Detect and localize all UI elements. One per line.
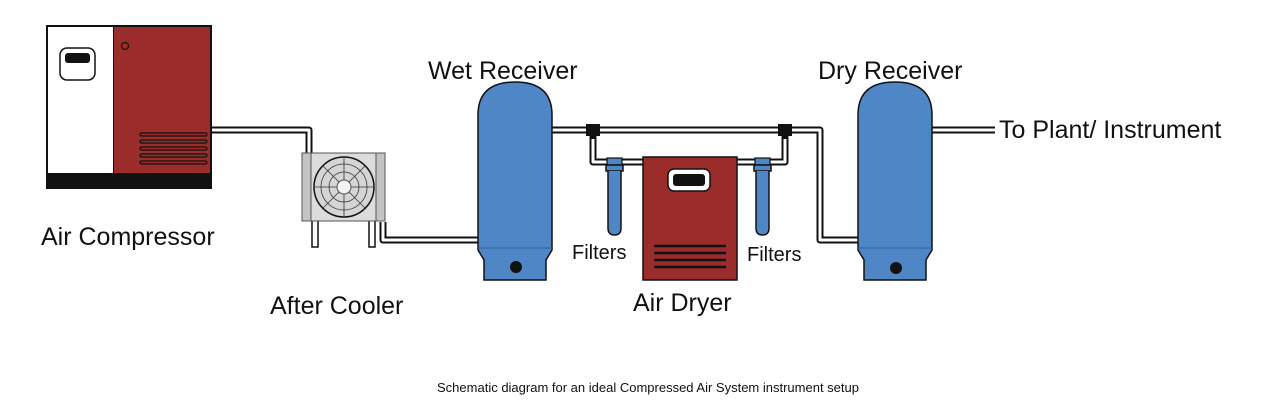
pipe-compressor-to-cooler (212, 126, 313, 155)
label-dry-receiver: Dry Receiver (818, 57, 962, 85)
caption: Schematic diagram for an ideal Compresse… (437, 380, 859, 395)
dryer-display-icon (667, 168, 711, 192)
dry-receiver (857, 81, 933, 281)
filter-right (753, 157, 772, 236)
label-air-compressor: Air Compressor (41, 223, 215, 251)
vent-grille-icon (139, 132, 208, 165)
tee-fitting-left (586, 124, 600, 139)
pipes (212, 124, 995, 244)
air-dryer (642, 156, 738, 281)
label-outlet: To Plant/ Instrument (999, 116, 1221, 144)
pipe-header (552, 126, 862, 244)
dryer-vent-icon (654, 244, 726, 269)
indicator-light-icon (120, 41, 130, 51)
label-after-cooler: After Cooler (270, 292, 403, 320)
air-compressor (46, 25, 212, 189)
wet-receiver (477, 81, 553, 281)
filter-left (605, 157, 624, 236)
label-wet-receiver: Wet Receiver (428, 57, 578, 85)
after-cooler (301, 152, 386, 248)
label-air-dryer: Air Dryer (633, 289, 732, 317)
pipe-cooler-to-wet-receiver (379, 222, 480, 244)
label-filters-right: Filters (747, 244, 801, 266)
tee-fitting-right (778, 124, 792, 139)
fan-icon (313, 156, 375, 218)
label-filters-left: Filters (572, 242, 626, 264)
control-panel-icon (59, 47, 96, 81)
drain-valve-icon (890, 262, 902, 274)
drain-valve-icon (510, 261, 522, 273)
